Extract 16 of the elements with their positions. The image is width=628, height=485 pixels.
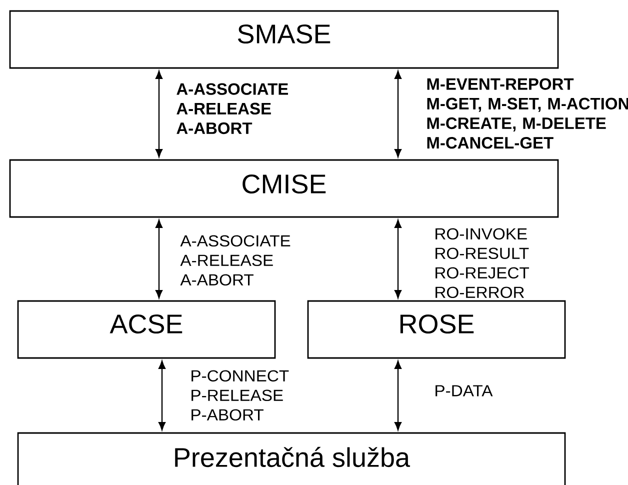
double-arrow [394,220,402,298]
layer-box: SMASE [9,10,559,69]
edge-label: A-ASSOCIATE A-RELEASE A-ABORT [176,83,288,134]
layer-box: ACSE [17,300,276,359]
layer-box: CMISE [9,159,559,218]
edge-label: P-CONNECT P-RELEASE P-ABORT [192,370,289,421]
double-arrow [394,360,402,430]
layer-box: ROSE [307,300,566,359]
double-arrow [158,360,166,430]
edge-label: P-DATA [436,385,493,396]
double-arrow [394,70,402,158]
edge-label: RO-INVOKE RO-RESULT RO-REJECT RO-ERROR [436,228,530,298]
double-arrow [155,70,163,158]
layer-box: Prezentačná služba [17,432,566,485]
double-arrow [155,220,163,298]
edge-label: A-ASSOCIATE A-RELEASE A-ABORT [180,235,290,286]
